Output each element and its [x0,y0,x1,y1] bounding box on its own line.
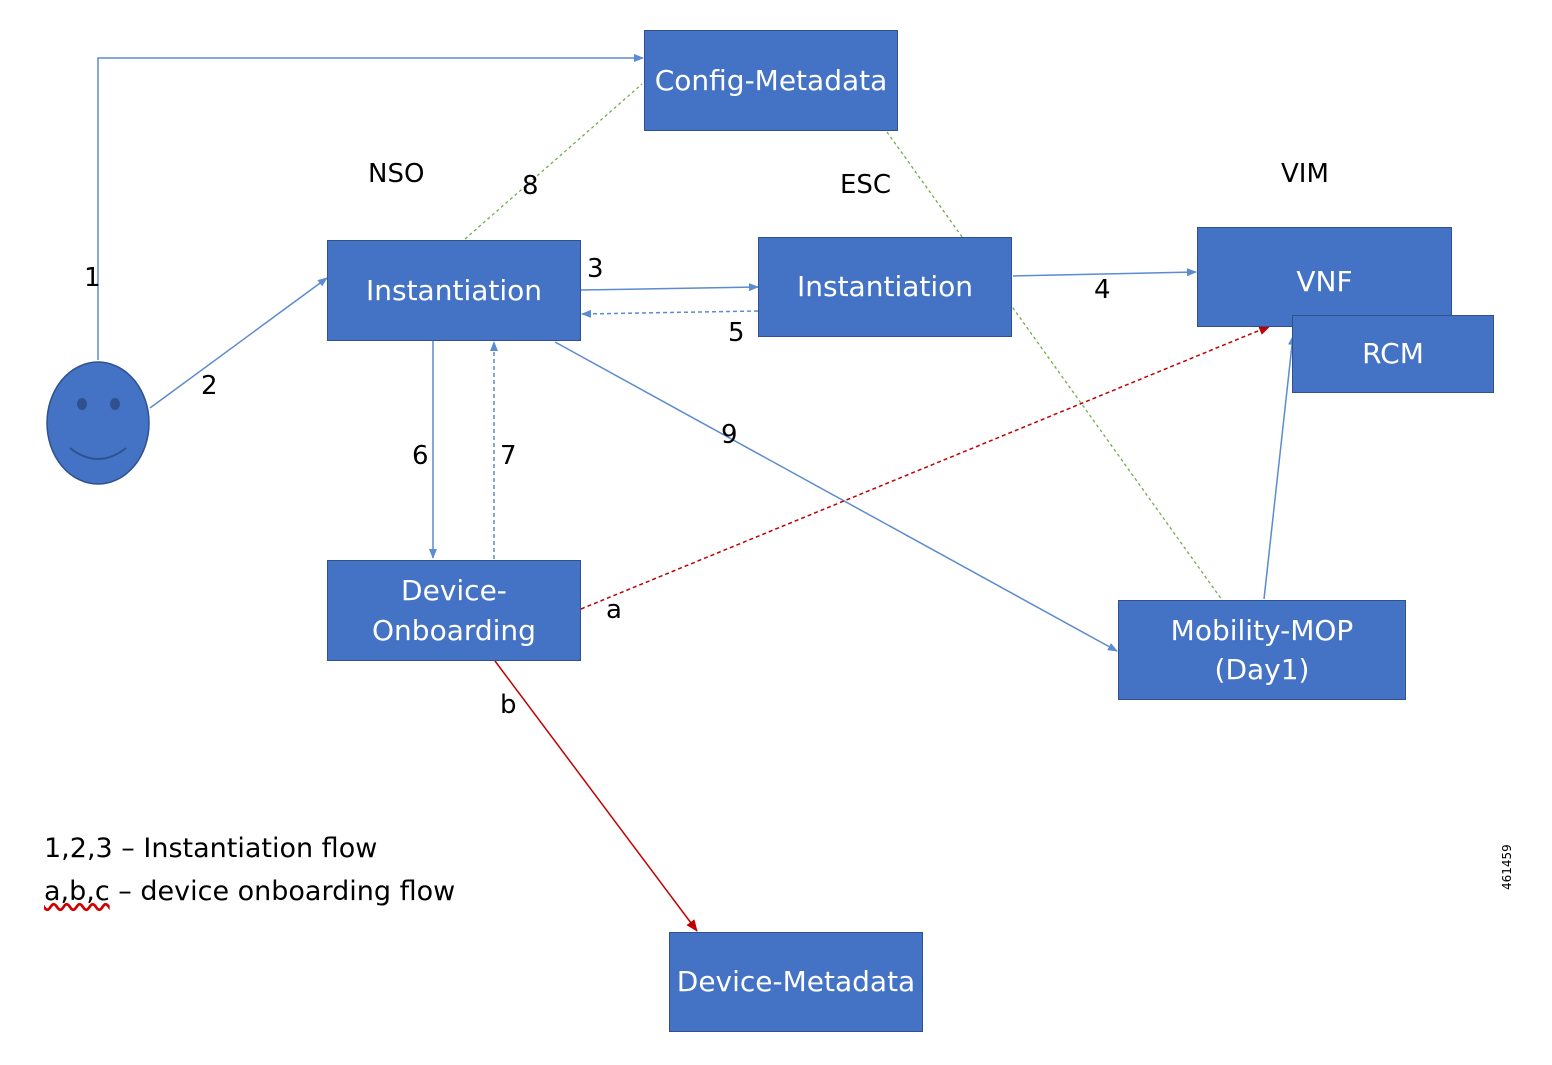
edge-mop-to-rcm [1263,335,1296,600]
edge-label-3: 3 [587,254,604,284]
legend-onboarding-keys: a,b,c [44,876,110,907]
user-actor-icon [46,361,150,485]
legend-line-onboarding: a,b,c – device onboarding flow [44,876,455,907]
node-esc-instantiation: Instantiation [758,237,1012,337]
edge-9 [554,341,1118,652]
user-smile [69,447,127,460]
edge-label-6: 6 [412,441,429,471]
node-device-onboarding: Device- Onboarding [327,560,581,661]
node-device-metadata: Device-Metadata [669,932,923,1032]
edge-label-9: 9 [721,420,738,450]
user-left-eye [77,398,87,410]
edge-label-7: 7 [500,441,517,471]
user-right-eye [110,398,120,410]
edge-label-2: 2 [201,371,218,401]
group-label-esc: ESC [840,170,892,200]
edge-a [580,325,1271,610]
edge-label-5: 5 [728,318,745,348]
edge-5 [581,309,759,318]
legend-line-instantiation: 1,2,3 – Instantiation flow [44,833,378,864]
edge-label-8: 8 [522,171,539,201]
node-mobility-mop: Mobility-MOP (Day1) [1118,600,1406,700]
edge-label-a: a [606,595,622,625]
group-label-vim: VIM [1281,159,1329,189]
edge-b [494,660,698,932]
group-label-nso: NSO [368,159,425,189]
edge-1 [97,54,644,360]
legend-onboarding-text: – device onboarding flow [109,876,456,907]
node-nso-instantiation: Instantiation [327,240,581,341]
edge-3 [580,283,759,292]
node-rcm: RCM [1292,315,1494,393]
edge-8 [464,83,643,240]
figure-id: 461459 [1500,844,1514,890]
edge-2 [149,277,328,409]
edge-label-1: 1 [84,263,101,293]
edge-label-4: 4 [1094,275,1111,305]
edge-4 [1012,268,1197,277]
node-vnf: VNF [1197,227,1452,327]
edge-label-b: b [500,690,517,720]
node-config-metadata: Config-Metadata [644,30,898,131]
